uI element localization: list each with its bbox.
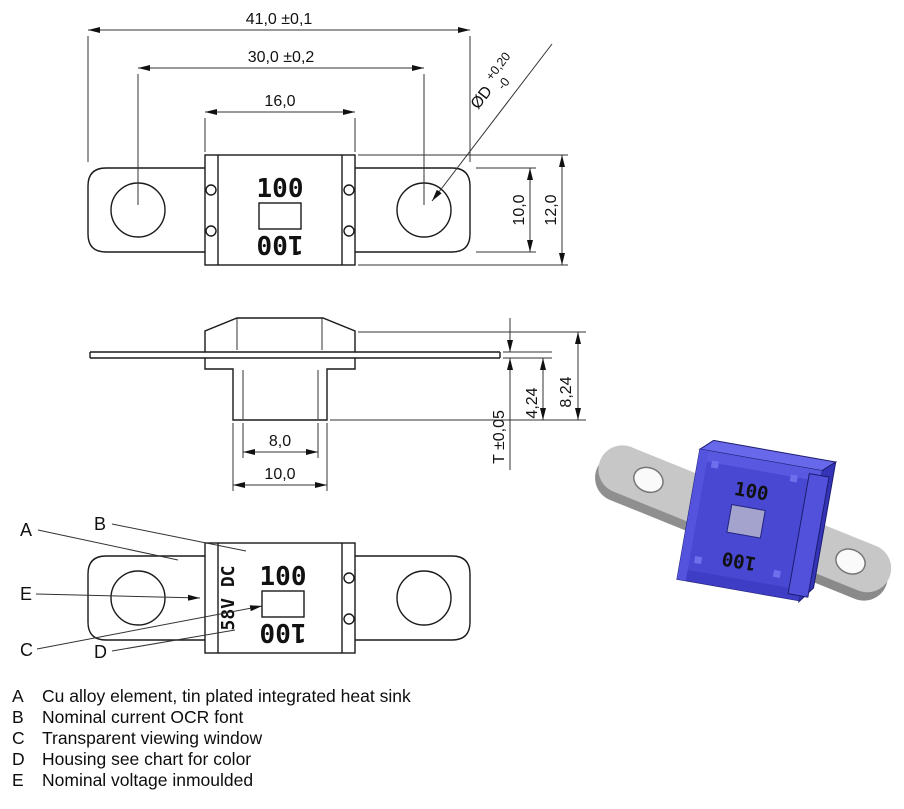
current-marking: 100 bbox=[257, 174, 304, 204]
svg-text:4,24: 4,24 bbox=[524, 387, 541, 418]
svg-text:10,0: 10,0 bbox=[511, 194, 528, 225]
blade-lead bbox=[89, 351, 501, 359]
viewing-window bbox=[261, 590, 305, 618]
legend-item: D Housing see chart for color bbox=[12, 749, 411, 770]
legend-item: A Cu alloy element, tin plated integrate… bbox=[12, 686, 411, 707]
dim-hole-diameter: ØD +0,20 -0 bbox=[431, 43, 553, 202]
voltage-marking: 58V DC bbox=[218, 565, 239, 630]
legend-key: A bbox=[12, 686, 24, 706]
svg-text:ØD: ØD bbox=[468, 83, 496, 112]
dim-height-824: 8,24 bbox=[358, 331, 586, 420]
rivet-bump bbox=[772, 569, 781, 579]
housing-profile-bottom bbox=[204, 357, 356, 421]
front-view: 58V DC 100 100 A B E C D bbox=[20, 514, 471, 662]
dim-bottom-outer: 10,0 bbox=[232, 423, 328, 491]
top-view: 100 100 41,0 ±0,1 30,0 ±0,2 16,0 bbox=[87, 11, 568, 266]
legend-key: E bbox=[12, 770, 24, 790]
render-3d: 100 100 bbox=[595, 439, 892, 604]
rivet bbox=[205, 225, 217, 237]
mounting-hole bbox=[633, 466, 664, 494]
legend-item: B Nominal current OCR font bbox=[12, 707, 411, 728]
svg-text:T ±0,05: T ±0,05 bbox=[491, 410, 508, 464]
rivet bbox=[205, 184, 217, 196]
rivet bbox=[343, 225, 355, 237]
legend-text: Transparent viewing window bbox=[42, 728, 263, 748]
legend-key: C bbox=[12, 728, 25, 748]
dim-height-424: 4,24 bbox=[330, 358, 586, 421]
svg-text:16,0: 16,0 bbox=[264, 93, 295, 110]
side-flange bbox=[787, 472, 830, 598]
dim-tab-height: 10,0 bbox=[476, 167, 536, 253]
legend-text: Nominal current OCR font bbox=[42, 707, 244, 727]
dim-bottom-inner: 8,0 bbox=[242, 423, 319, 458]
svg-text:12,0: 12,0 bbox=[543, 194, 560, 225]
callout-c-label: C bbox=[20, 640, 33, 660]
callout-a-label: A bbox=[20, 520, 32, 540]
svg-text:41,0 ±0,1: 41,0 ±0,1 bbox=[246, 11, 313, 28]
svg-text:8,0: 8,0 bbox=[269, 433, 291, 450]
svg-text:8,24: 8,24 bbox=[558, 376, 575, 407]
legend: A Cu alloy element, tin plated integrate… bbox=[12, 686, 411, 791]
callout-leaders bbox=[35, 523, 263, 652]
viewing-window bbox=[726, 503, 766, 539]
dim-body-height: 12,0 bbox=[358, 154, 568, 266]
legend-key: D bbox=[12, 749, 25, 769]
legend-key: B bbox=[12, 707, 24, 727]
rivet bbox=[343, 613, 355, 625]
legend-item: E Nominal voltage inmoulded bbox=[12, 770, 411, 791]
callout-d-label: D bbox=[94, 642, 107, 662]
legend-item: C Transparent viewing window bbox=[12, 728, 411, 749]
dim-body-width: 16,0 bbox=[204, 93, 356, 152]
rivet-bump bbox=[710, 460, 719, 469]
dim-hole-centers: 30,0 ±0,2 bbox=[137, 49, 425, 205]
current-marking-inverted: 100 bbox=[257, 229, 304, 259]
rivet bbox=[343, 184, 355, 196]
legend-text: Cu alloy element, tin plated integrated … bbox=[42, 686, 411, 706]
callout-b-label: B bbox=[94, 514, 106, 534]
rivet bbox=[343, 572, 355, 584]
mounting-hole bbox=[110, 570, 166, 626]
current-marking: 100 bbox=[260, 562, 307, 592]
mounting-hole bbox=[396, 570, 452, 626]
mounting-hole bbox=[835, 548, 866, 575]
dim-overall-length: 41,0 ±0,1 bbox=[87, 11, 471, 162]
housing-profile-top bbox=[204, 317, 356, 353]
side-view: 8,0 10,0 T ±0,05 4,24 8,24 bbox=[89, 317, 586, 491]
callout-e-label: E bbox=[20, 584, 32, 604]
legend-text: Nominal voltage inmoulded bbox=[42, 770, 254, 790]
svg-text:30,0 ±0,2: 30,0 ±0,2 bbox=[248, 49, 315, 66]
legend-text: Housing see chart for color bbox=[42, 749, 252, 769]
dim-blade-thickness: T ±0,05 bbox=[491, 318, 552, 470]
viewing-window bbox=[258, 202, 302, 230]
svg-text:10,0: 10,0 bbox=[264, 466, 295, 483]
housing-3d: 100 100 bbox=[676, 439, 838, 604]
current-marking-inverted: 100 bbox=[260, 617, 307, 647]
rivet-bump bbox=[789, 474, 798, 483]
rivet-bump bbox=[694, 556, 703, 565]
